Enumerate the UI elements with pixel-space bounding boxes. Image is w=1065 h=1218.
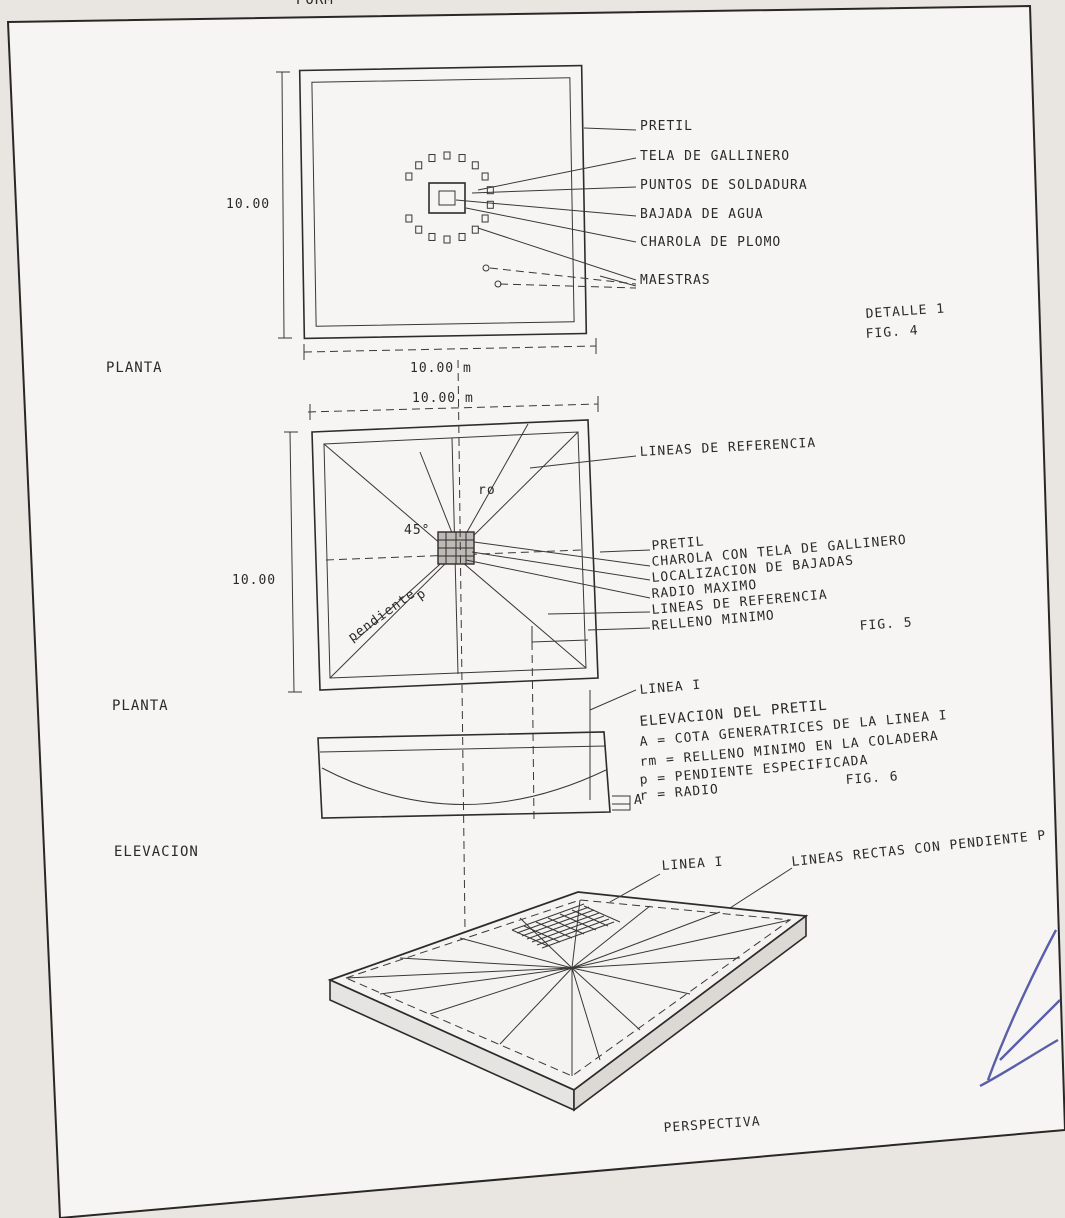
mesh-line [541,921,615,949]
fig4-solder-point [443,151,451,160]
fig6-generatrix-curve [321,767,607,805]
slope-line [519,917,573,969]
mesh-line [531,915,605,943]
fig5-outer-square [311,419,599,691]
fig6-view-label: ELEVACION [114,844,199,860]
fig4-solder-point [428,232,436,241]
slope-line [571,919,791,969]
slope-line [399,957,573,969]
slope-line [571,899,581,969]
fig4-side-dim-line [281,71,285,339]
perspective-slope-lines [345,899,791,1076]
fig4-callout: TELA DE GALLINERO [640,149,790,164]
fig4-solder-point [458,154,466,163]
fig4-solder-point [428,154,436,163]
slope-line [345,967,573,979]
slope-line [429,967,573,1015]
signature [979,929,1061,1088]
mesh-line [536,918,610,946]
slope-line [571,957,741,969]
fig4-side-dim: 10.00 [226,197,270,212]
fig5-angle-label: 45° [404,523,430,538]
fig4-drain [438,190,456,206]
perspective-line-label: LINEA I [661,855,724,874]
fig4-solder-point [415,161,423,170]
fig4-callout: PRETIL [640,119,693,134]
fig4-solder-point [486,186,494,195]
fig6-fig-number: FIG. 6 [845,769,899,788]
fig5-top-dim: 10.00 m [412,391,474,406]
perspective-view-label: PERSPECTIVA [663,1114,761,1136]
fig4-solder-point [481,172,489,181]
mesh-line [526,912,600,940]
fig4-solder-point [443,235,451,244]
fig4-solder-point [471,161,479,170]
fig4-fig-number: FIG. 4 [865,323,919,342]
fig5-view-label: PLANTA [112,698,169,714]
fig5-side-dim-line [289,431,295,693]
mesh-line [583,905,621,923]
slope-line [571,905,651,969]
fig5-radius-label: ro [478,483,496,498]
fig5-fig-number: FIG. 5 [859,615,913,634]
mesh-line [571,909,609,927]
header-fragment: PORM [296,0,334,8]
fig4-solder-point [405,214,413,223]
mesh-line [535,921,573,939]
fig4-callout: CHAROLA DE PLOMO [640,235,781,250]
fig4-callout: BAJADA DE AGUA [640,207,764,222]
fig4-detail: DETALLE 1 [865,301,945,322]
fig4-plan: 10.00 10.00 m PLANTA PRETIL TELA DE GALL… [106,64,946,376]
fig5-top-dim-line [307,403,599,413]
fig4-view-label: PLANTA [106,360,163,376]
fig4-maestra-point [482,264,490,272]
slope-line [571,911,721,969]
mesh-line [559,913,597,931]
slope-line [571,967,641,1031]
fig4-callout: MAESTRAS [640,273,711,288]
fig4-solder-point [486,200,494,209]
slope-line [571,967,601,1061]
fig6-marker-a: A [634,793,643,808]
fig4-bottom-dim: 10.00 m [410,361,472,376]
fig4-bottom-dim-line [303,345,597,353]
mesh-line [511,903,585,931]
fig4-outer-square [298,64,588,340]
fig6-legend: r = RADIO [639,782,719,804]
slope-line [499,967,573,1045]
fig5-callout: PRETIL [651,534,705,554]
fig6-box [317,731,611,819]
mesh-line [547,917,585,935]
fig6-line-label: LINEA I [639,678,702,698]
fig4-charola [428,182,466,214]
slope-line [379,967,573,995]
perspective-slab-right [573,914,807,1112]
fig4-callout: PUNTOS DE SOLDADURA [640,178,808,193]
slope-line [571,967,691,995]
fig4-solder-point [458,232,466,241]
fig4-solder-point [415,225,423,234]
fig4-solder-point [471,225,479,234]
fig4-solder-points [405,151,494,244]
fig4-solder-point [405,172,413,181]
perspective-view: LINEA I LINEAS RECTAS CON PENDIENTE P PE… [327,828,1047,1136]
slope-line [459,937,573,969]
fig5-side-dim: 10.00 [232,573,276,588]
fig4-solder-point [481,214,489,223]
fig4-inner-square [311,77,575,327]
